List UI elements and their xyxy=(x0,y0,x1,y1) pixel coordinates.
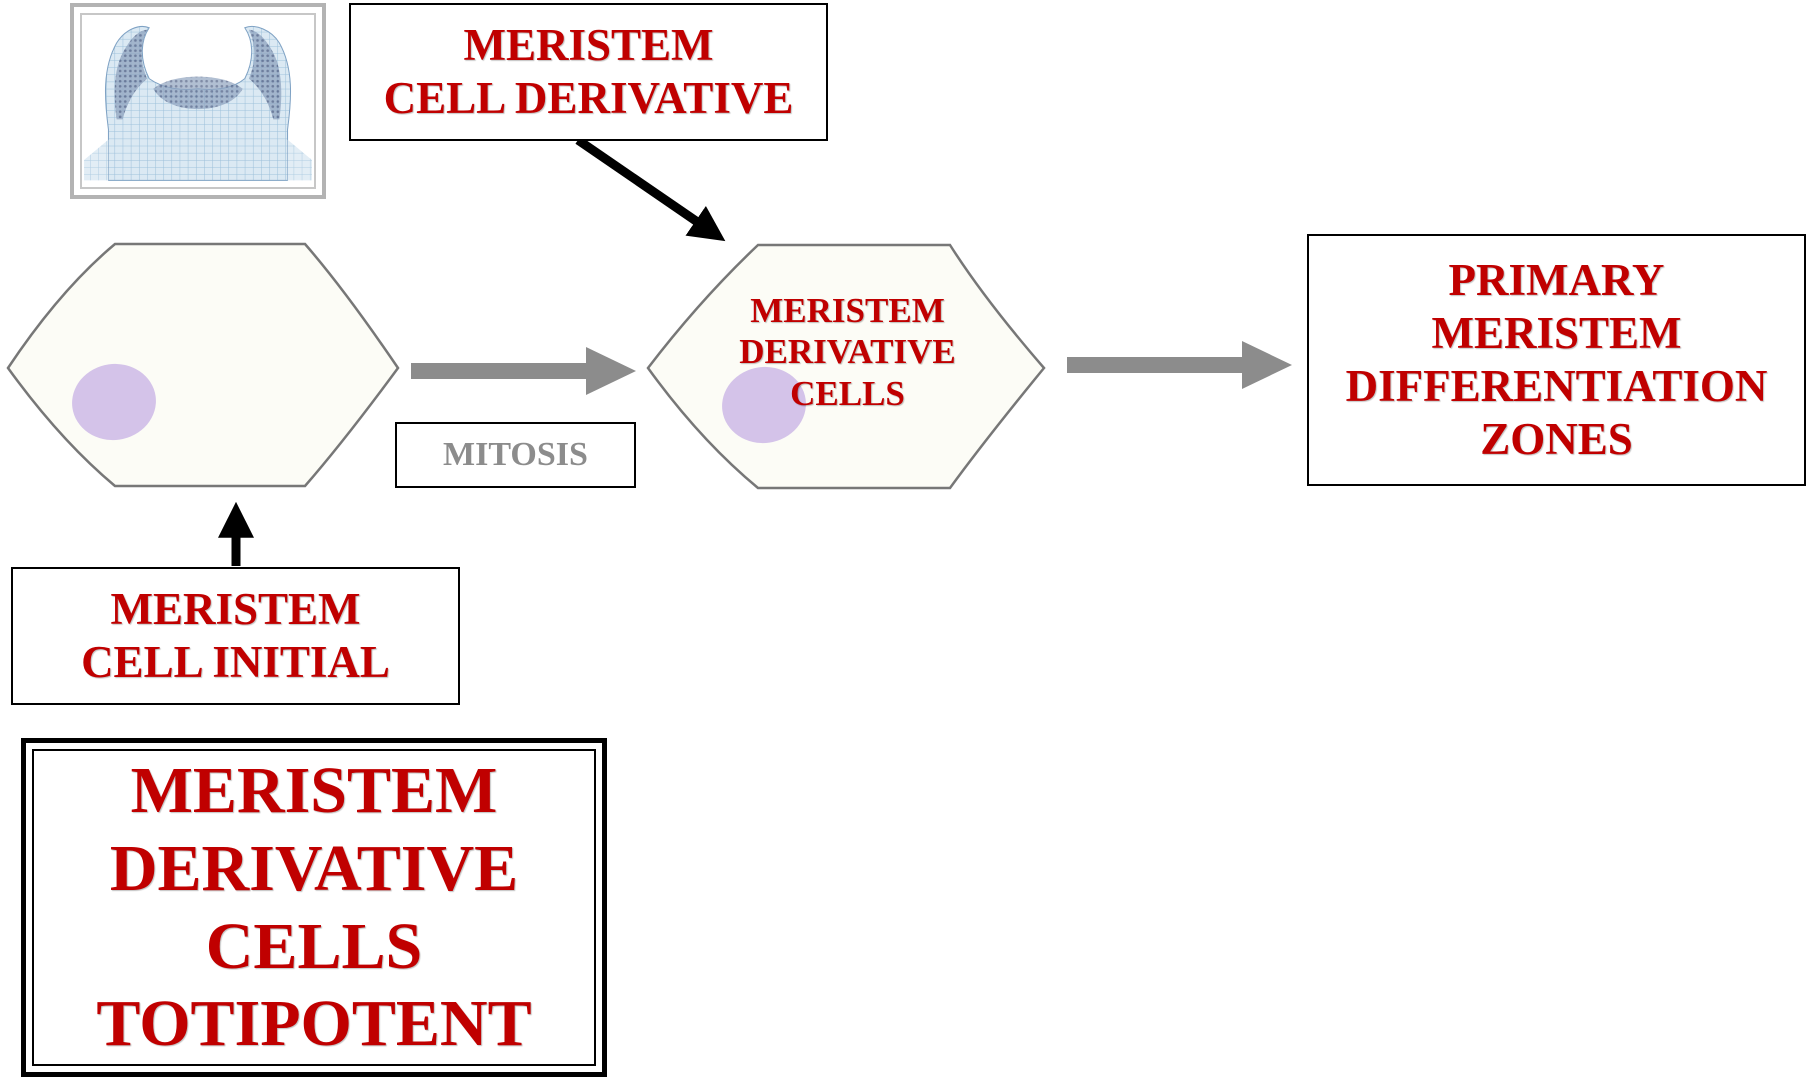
derivative-cells-label: MERISTEM DERIVATIVE CELLS xyxy=(705,290,990,414)
meristem-micrograph-icon xyxy=(84,26,312,181)
initial-cell-nucleus xyxy=(72,363,156,441)
meristem-micrograph xyxy=(70,3,326,199)
label-line: TOTIPOTENT xyxy=(96,987,532,1061)
label-line: DERIVATIVE xyxy=(109,831,519,905)
derivative-cell-nucleus xyxy=(722,366,806,444)
totipotent-inner-frame: MERISTEM DERIVATIVE CELLS TOTIPOTENT xyxy=(32,749,596,1066)
cell-initial-label: MERISTEM CELL INITIAL xyxy=(81,583,390,689)
mitosis-arrow xyxy=(411,347,636,395)
label-line: MERISTEM xyxy=(130,753,498,827)
cell-initial-box: MERISTEM CELL INITIAL xyxy=(11,567,460,705)
totipotent-box: MERISTEM DERIVATIVE CELLS TOTIPOTENT xyxy=(21,738,607,1077)
cell-derivative-box: MERISTEM CELL DERIVATIVE xyxy=(349,3,828,141)
mitosis-box: MITOSIS xyxy=(395,422,636,488)
totipotent-label: MERISTEM DERIVATIVE CELLS TOTIPOTENT xyxy=(96,752,531,1064)
primary-meristem-box: PRIMARY MERISTEM DIFFERENTIATION ZONES xyxy=(1307,234,1806,486)
cell-derivative-label: MERISTEM CELL DERIVATIVE xyxy=(384,19,794,125)
label-line: MERISTEM xyxy=(463,19,714,70)
label-line: PRIMARY xyxy=(1448,254,1665,305)
label-line: CELL DERIVATIVE xyxy=(383,73,794,123)
label-line: MERISTEM xyxy=(110,583,361,634)
label-line: MERISTEM xyxy=(1431,307,1682,358)
micrograph-inner-frame xyxy=(80,13,316,189)
meristem-initial-cell xyxy=(6,242,400,488)
label-line: CELL INITIAL xyxy=(81,637,390,687)
label-line: MERISTEM xyxy=(750,291,945,330)
label-line: CELLS xyxy=(205,909,423,983)
initial-cell-outline xyxy=(6,242,400,488)
derivative-pointer-arrow xyxy=(575,136,726,242)
mitosis-label: MITOSIS xyxy=(443,435,588,473)
primary-meristem-label: PRIMARY MERISTEM DIFFERENTIATION ZONES xyxy=(1346,254,1768,466)
label-line: DIFFERENTIATION xyxy=(1345,361,1768,411)
label-line: ZONES xyxy=(1480,414,1633,465)
meristem-derivative-cell xyxy=(646,243,1046,490)
differentiation-arrow xyxy=(1067,341,1292,389)
label-line: CELLS xyxy=(790,373,905,413)
label-line: DERIVATIVE xyxy=(739,332,956,372)
